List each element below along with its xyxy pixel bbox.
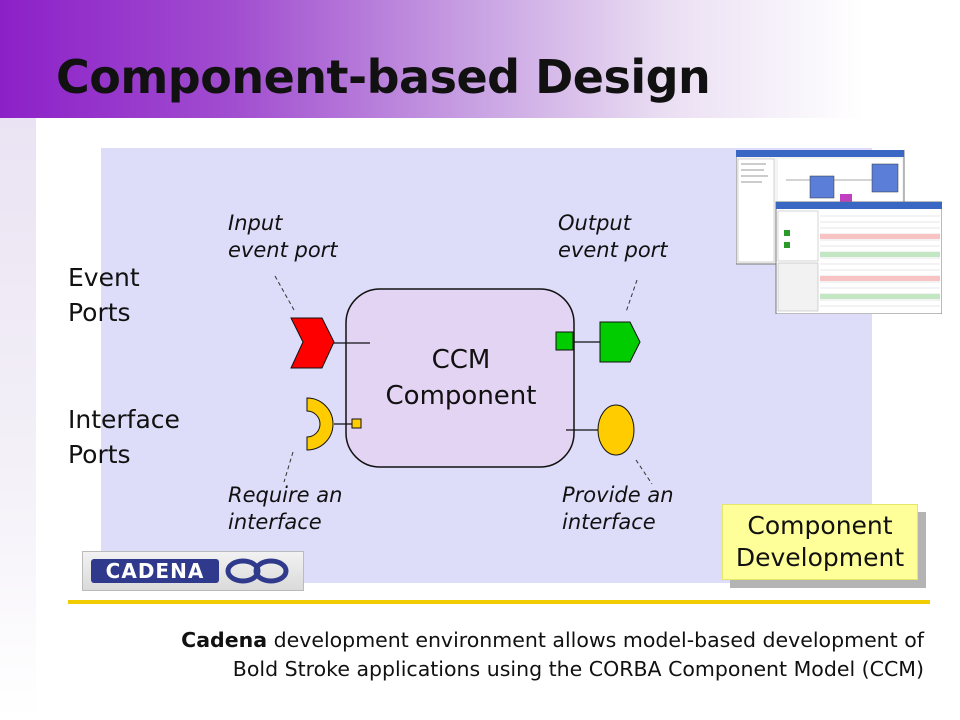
provide-interface-leader: [635, 459, 653, 485]
component-development-callout: Component Development: [722, 504, 928, 588]
divider-line: [68, 600, 930, 604]
require-interface-label: Require an interface: [228, 483, 343, 535]
slide-title: Component-based Design: [56, 50, 711, 104]
ccm-component-box: [345, 288, 575, 468]
cadena-logo: CADENA: [82, 551, 304, 591]
title-bar: [0, 0, 960, 118]
event-ports-label: Event Ports: [68, 263, 140, 327]
require-interface-leader: [283, 451, 294, 483]
left-decor-strip: [0, 118, 36, 720]
input-event-port-icon: [290, 317, 335, 369]
interface-ports-label: Interface Ports: [68, 405, 180, 469]
input-port-leader: [274, 275, 295, 311]
caption: Cadena development environment allows mo…: [68, 626, 924, 683]
callout-label: Component Development: [722, 504, 918, 580]
output-port-leader: [625, 279, 638, 313]
caption-line-1: Cadena development environment allows mo…: [68, 626, 924, 655]
svg-text:CADENA: CADENA: [106, 559, 205, 583]
input-event-port-label: Input event port: [228, 211, 338, 263]
caption-line-1-rest: development environment allows model-bas…: [267, 628, 924, 652]
output-event-port-icon: [599, 321, 641, 363]
component-label: CCM Component: [385, 345, 537, 412]
output-event-port-label: Output event port: [558, 211, 668, 263]
cadena-screenshot-thumbnails: [736, 150, 942, 314]
provide-interface-icon: [597, 404, 635, 456]
cadena-logo-mark: CADENA: [91, 558, 289, 584]
output-port-stub: [555, 331, 574, 351]
provide-interface-label: Provide an interface: [562, 483, 674, 535]
require-port-stub: [351, 418, 362, 429]
require-interface-icon: [306, 397, 334, 451]
caption-line-2: Bold Stroke applications using the CORBA…: [232, 656, 924, 681]
caption-bold: Cadena: [181, 628, 268, 652]
